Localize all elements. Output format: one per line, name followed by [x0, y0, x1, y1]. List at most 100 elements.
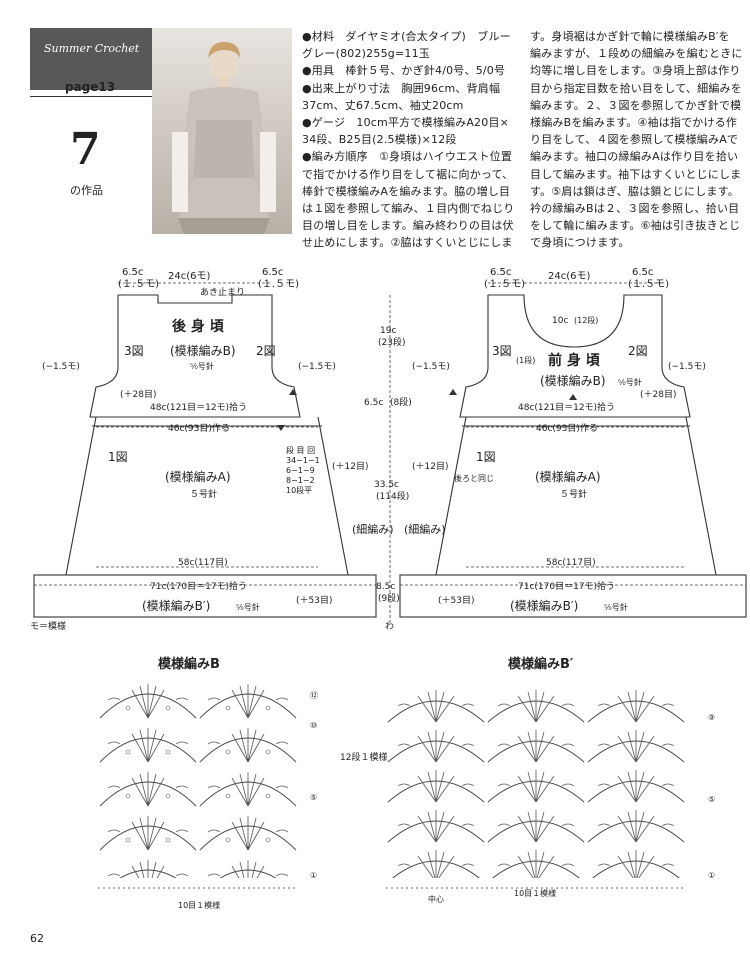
front-shoulder-st: (１.５モ)	[484, 279, 525, 290]
front-hem-pickup: 71c(170目＝17モ)拾う	[518, 580, 615, 592]
chart-bprime-row-9: ⑨	[708, 713, 715, 722]
front-body-pattern: (模様編みA)	[535, 469, 601, 484]
center-body-h: 33.5c	[374, 480, 399, 490]
front-shoulder-width: 6.5c	[490, 267, 511, 278]
instr-line: 目の増し目をします。編み終わりの目は伏	[302, 219, 514, 233]
chart-bprime-row-5: ⑤	[708, 795, 715, 804]
back-hem-pattern: (模様編みB′)	[142, 598, 210, 613]
center-band-rows: (8段)	[390, 396, 412, 408]
instr-line: で身頃につけます。	[530, 236, 630, 250]
front-zu1: 1図	[476, 450, 496, 464]
front-zu3: 3図	[492, 344, 512, 358]
instr-line: 37cm、丈67.5cm、袖丈20cm	[302, 98, 464, 112]
instr-line: ●材料 ダイヤミオ(合太タイプ) ブルー	[302, 30, 511, 43]
front-neck-rows: (12段)	[574, 315, 598, 325]
center-yoke-h: 19c	[380, 326, 396, 336]
front-inc12: (＋12目)	[412, 461, 448, 472]
back-akidomari: あき止まり	[200, 286, 245, 298]
back-zu1: 1図	[108, 450, 128, 464]
center-band-h: 6.5c	[364, 398, 383, 408]
chart-bprime-center: 中心	[428, 894, 444, 904]
back-shaping-3: 8−1−2	[286, 476, 315, 485]
center-hem-rows: (9段)	[378, 592, 400, 604]
back-zu3: 3図	[124, 344, 144, 358]
instr-line: 均等に増し目をします。③身頃上部は作り	[530, 64, 741, 78]
front-pickup: 48c(121目＝12モ)拾う	[518, 401, 615, 413]
chart-bprime-repeat: 10目１模様	[514, 888, 556, 898]
back-pickup: 48c(121目＝12モ)拾う	[150, 401, 247, 413]
instr-line: 棒針で模様編みAを編みます。脇の増し目	[302, 184, 511, 198]
instr-line: ●用具 棒針５号、かぎ針4/0号、5/0号	[302, 64, 506, 78]
instr-line: は１図を参照して編み、１目内側でねじり	[302, 202, 515, 216]
instr-line: 目から指定目数を拾い目をして、細編みを	[530, 81, 742, 95]
back-armhole-l: (−1.5モ)	[42, 362, 80, 372]
chart-b-title: 模様編みB	[158, 656, 220, 672]
instructions-col1: ●材料 ダイヤミオ(合太タイプ) ブルー グレー(802)255g=11玉 ●用…	[302, 28, 522, 252]
back-shoulder-st: (１.５モ)	[118, 279, 159, 290]
model-photo	[152, 28, 292, 234]
back-hem-width: 58c(117目)	[178, 557, 228, 568]
center-wa: わ	[385, 621, 394, 632]
back-neck-width: 24c(6モ)	[168, 271, 210, 282]
front-zu2: 2図	[628, 344, 648, 358]
front-cast-on: 46c(93目)作る	[536, 422, 598, 434]
front-shoulder-st-r: (１.５モ)	[628, 279, 669, 290]
back-cast-on: 46c(93目)作る	[168, 422, 230, 434]
back-inc12: (＋12目)	[332, 461, 368, 472]
center-body-rows: (114段)	[376, 490, 409, 502]
front-neck-width: 24c(6モ)	[548, 271, 590, 282]
front-yoke-pattern: (模様編みB)	[540, 373, 606, 388]
series-banner: Summer Crochet	[30, 28, 152, 90]
back-title: 後 身 頃	[172, 318, 225, 335]
back-shoulder-st-r: (１.５モ)	[258, 279, 299, 290]
header-rule	[30, 96, 152, 97]
instr-line: り目をして、４図を参照して模様編みAで	[530, 133, 739, 147]
back-body-pattern: (模様編みA)	[165, 469, 231, 484]
chart-b-row-1: ①	[310, 871, 317, 880]
back-shaping-0: 段 目 回	[286, 445, 315, 455]
back-zu2: 2図	[256, 344, 276, 358]
front-body-needle: ５号針	[560, 488, 587, 500]
instr-line: せ止めにします。②脇はすくいとじにしま	[302, 236, 513, 250]
back-yoke-needle: ⁵⁄₀号針	[190, 361, 214, 371]
back-hosoami: (細編み)	[352, 522, 394, 536]
series-title: Summer Crochet	[44, 42, 140, 55]
center-hem-h: 8.5c	[376, 582, 395, 592]
back-inc53: (＋53目)	[296, 595, 332, 606]
instr-line: 34段、B25目(2.5模様)×12段	[302, 133, 457, 147]
back-hem-needle: ⁵⁄₀号針	[236, 602, 260, 612]
chart-b-row-5: ⑤	[310, 793, 317, 802]
chart-b-repeat: 10目１模様	[178, 900, 220, 910]
instr-line: ●ゲージ 10cm平方で模様編みA20目×	[302, 116, 510, 130]
chart-b-grid	[98, 678, 298, 878]
stitch-charts: 模様編みB 模様編みB′ ⑫ ⑩ ⑤ ① 10目１模様 12段１模様 ⑨ ⑤ ①…	[98, 656, 715, 910]
instr-line: をして輪に編みます。⑥袖は引き抜きとじ	[530, 219, 741, 233]
front-neck-depth: 10c	[552, 316, 568, 326]
front-hem-needle: ⁵⁄₀号針	[604, 602, 628, 612]
instr-line: グレー(802)255g=11玉	[302, 47, 430, 61]
back-body-needle: ５号針	[190, 488, 217, 500]
front-armhole-l: (−1.5モ)	[412, 362, 450, 372]
instr-line: 編みます。２、３図を参照してかぎ針で模	[530, 98, 742, 112]
chart-b-row-12: ⑫	[310, 691, 318, 700]
front-side-rows: (1段)	[516, 355, 535, 365]
instr-line: 様編みBを編みます。④袖は指でかける作	[530, 116, 738, 130]
back-shoulder-width: 6.5c	[122, 267, 143, 278]
back-shaping-1: 34−1−1	[286, 456, 320, 465]
back-inc28: (＋28目)	[120, 389, 156, 400]
work-number: 7	[70, 124, 101, 175]
instructions-col2: す。身頃裾はかぎ針で輪に模様編みB′を 編みますが、１段めの細編みを編むときに …	[530, 28, 746, 252]
front-yoke-needle: ⁵⁄₀号針	[618, 377, 642, 387]
front-armhole-r: (−1.5モ)	[668, 362, 706, 372]
front-inc28: (＋28目)	[640, 389, 676, 400]
back-shaping-4: 10段平	[286, 485, 312, 495]
instr-line: 衿の縁編みBは２、３図を参照し、拾い目	[530, 202, 740, 216]
instr-line: ●編み方順序 ①身頃はハイウエスト位置	[302, 150, 513, 164]
page-label: page13	[64, 80, 116, 94]
back-yoke-pattern: (模様編みB)	[170, 343, 236, 358]
page-number: 62	[30, 932, 44, 945]
instr-line: 編みます。袖口の縁編みAは作り目を拾い	[530, 150, 739, 164]
back-shoulder-width-r: 6.5c	[262, 267, 283, 278]
chart-bprime-row-1: ①	[708, 871, 715, 880]
instr-line: で指でかける作り目をして裾に向かって、	[302, 167, 514, 181]
